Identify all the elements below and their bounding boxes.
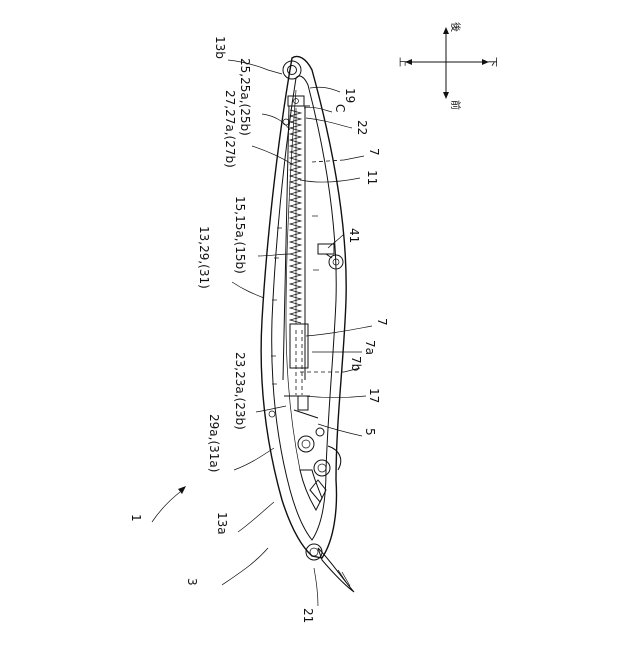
- leader-7-top: [344, 156, 364, 160]
- label-25-25a-25b: 25,25a,(25b): [238, 58, 252, 136]
- pin-5: [316, 428, 324, 436]
- leader-7-mid: [306, 326, 372, 336]
- compass-arrow-front: [443, 92, 449, 99]
- label-1: 1: [129, 514, 143, 522]
- label-29a-31a: 29a,(31a): [207, 414, 221, 472]
- leader-15: [258, 254, 290, 256]
- nose-line-eye-inner: [310, 548, 318, 556]
- hook-hanger-wire: [326, 254, 332, 258]
- leader-19: [310, 87, 340, 92]
- direction-compass: 後 前 上 下: [397, 22, 497, 110]
- direction-up: 上: [397, 57, 409, 67]
- label-7b: 7b: [349, 356, 363, 371]
- plate-5: [294, 410, 318, 418]
- holder-pin: [294, 99, 299, 104]
- lure-body: [261, 57, 354, 593]
- leader-41: [328, 234, 344, 248]
- label-21: 21: [301, 608, 315, 623]
- label-7a: 7a: [363, 340, 377, 355]
- direction-back: 後: [449, 22, 462, 32]
- leader-21: [314, 568, 318, 606]
- label-17: 17: [367, 388, 381, 403]
- compass-arrow-back: [443, 27, 449, 34]
- hook-hanger-base: [318, 244, 334, 254]
- front-frame-cutout: [310, 480, 326, 502]
- front-eye-1-outer: [298, 436, 314, 452]
- label-15-15a-15b: 15,15a,(15b): [233, 196, 247, 274]
- tail-line-eye-outer: [283, 61, 301, 79]
- leader-25: [262, 114, 290, 130]
- leader-1: [152, 492, 180, 522]
- leader-C: [304, 107, 332, 112]
- spring-holder-top: [288, 96, 304, 106]
- front-frame: [300, 470, 322, 510]
- label-13b: 13b: [213, 36, 227, 59]
- coil-spring: [290, 110, 301, 323]
- front-eye-1-inner: [302, 440, 310, 448]
- label-41: 41: [347, 228, 361, 243]
- diving-lip: [318, 548, 354, 592]
- label-19: 19: [343, 88, 357, 103]
- label-13a: 13a: [215, 512, 229, 535]
- leader-22: [306, 118, 352, 128]
- label-7-mid: 7: [375, 318, 389, 326]
- leader-7-dash-top: [312, 160, 344, 162]
- leader-3: [222, 548, 268, 585]
- label-22: 22: [355, 120, 369, 135]
- rivet-front: [269, 411, 275, 417]
- direction-down: 下: [486, 57, 497, 67]
- stopper-17: [298, 396, 308, 410]
- leader-13b: [228, 60, 282, 74]
- leader-11: [300, 178, 360, 182]
- label-27-27a-27b: 27,27a,(27b): [223, 90, 237, 168]
- label-13-29-31: 13,29,(31): [197, 226, 211, 289]
- leader-29a: [234, 448, 274, 470]
- lip-hatch-1: [338, 570, 346, 582]
- leader-17: [304, 396, 366, 398]
- label-C: C: [333, 104, 347, 112]
- label-3: 3: [185, 578, 199, 586]
- leader-13a: [238, 502, 274, 532]
- label-23-23a-23b: 23,23a,(23b): [233, 352, 247, 430]
- label-7-top: 7: [367, 148, 381, 156]
- direction-front: 前: [449, 100, 462, 110]
- tail-line-eye-inner: [288, 66, 297, 75]
- leader-13-29-31: [232, 282, 264, 298]
- label-5: 5: [363, 428, 377, 436]
- label-11: 11: [365, 170, 379, 185]
- leader-5: [318, 424, 362, 436]
- front-eye-2-outer: [314, 460, 330, 476]
- front-eye-2-inner: [318, 464, 326, 472]
- rivet-top: [283, 119, 289, 125]
